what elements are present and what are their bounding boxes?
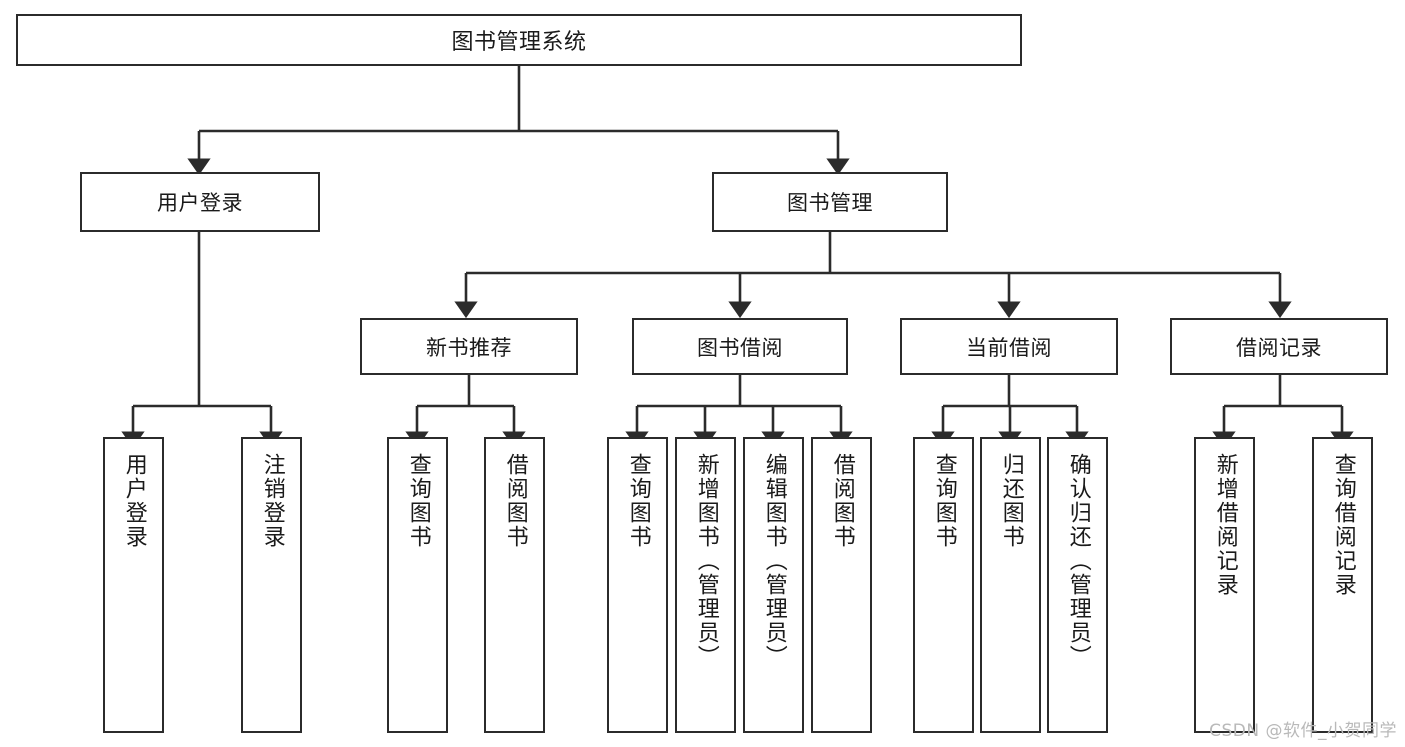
node-label: 新增图书（管理员）: [693, 453, 719, 669]
node-new-book-recommendation[interactable]: 新书推荐: [360, 318, 578, 375]
node-book-borrowing[interactable]: 图书借阅: [632, 318, 848, 375]
node-label: 借阅记录: [1236, 335, 1322, 360]
leaf-add-book-admin[interactable]: 新增图书（管理员）: [675, 437, 736, 733]
node-user-login[interactable]: 用户登录: [80, 172, 320, 232]
leaf-confirm-return-admin[interactable]: 确认归还（管理员）: [1047, 437, 1108, 733]
leaf-return-book[interactable]: 归还图书: [980, 437, 1041, 733]
node-label: 注销登录: [259, 453, 285, 549]
node-label: 图书借阅: [697, 335, 783, 360]
node-label: 借阅图书: [829, 453, 855, 549]
node-label: 用户登录: [121, 453, 147, 549]
node-book-management[interactable]: 图书管理: [712, 172, 948, 232]
node-label: 图书管理系统: [451, 30, 587, 55]
watermark: CSDN @软件_小贺同学: [1209, 721, 1397, 741]
leaf-user-login[interactable]: 用户登录: [103, 437, 164, 733]
node-borrowing-records[interactable]: 借阅记录: [1170, 318, 1388, 375]
leaf-query-book-recommendation[interactable]: 查询图书: [387, 437, 448, 733]
node-label: 当前借阅: [966, 335, 1052, 360]
node-label: 查询图书: [405, 453, 431, 549]
leaf-borrow-book-borrowing[interactable]: 借阅图书: [811, 437, 872, 733]
node-label: 借阅图书: [502, 453, 528, 549]
leaf-query-book-borrowing[interactable]: 查询图书: [607, 437, 668, 733]
node-label: 新增借阅记录: [1212, 453, 1238, 597]
node-label: 新书推荐: [426, 335, 512, 360]
leaf-logout[interactable]: 注销登录: [241, 437, 302, 733]
node-label: 查询借阅记录: [1330, 453, 1356, 597]
node-label: 用户登录: [157, 191, 243, 215]
node-label: 归还图书: [998, 453, 1024, 549]
node-label: 确认归还（管理员）: [1065, 453, 1091, 669]
leaf-query-borrowing-record[interactable]: 查询借阅记录: [1312, 437, 1373, 733]
node-label: 查询图书: [625, 453, 651, 549]
leaf-add-borrowing-record[interactable]: 新增借阅记录: [1194, 437, 1255, 733]
node-label: 图书管理: [787, 191, 873, 215]
node-label: 查询图书: [931, 453, 957, 549]
node-label: 编辑图书（管理员）: [761, 453, 787, 669]
leaf-borrow-book-recommendation[interactable]: 借阅图书: [484, 437, 545, 733]
node-current-borrowing[interactable]: 当前借阅: [900, 318, 1118, 375]
node-root-library-management-system[interactable]: 图书管理系统: [16, 14, 1022, 66]
leaf-query-book-current[interactable]: 查询图书: [913, 437, 974, 733]
leaf-edit-book-admin[interactable]: 编辑图书（管理员）: [743, 437, 804, 733]
